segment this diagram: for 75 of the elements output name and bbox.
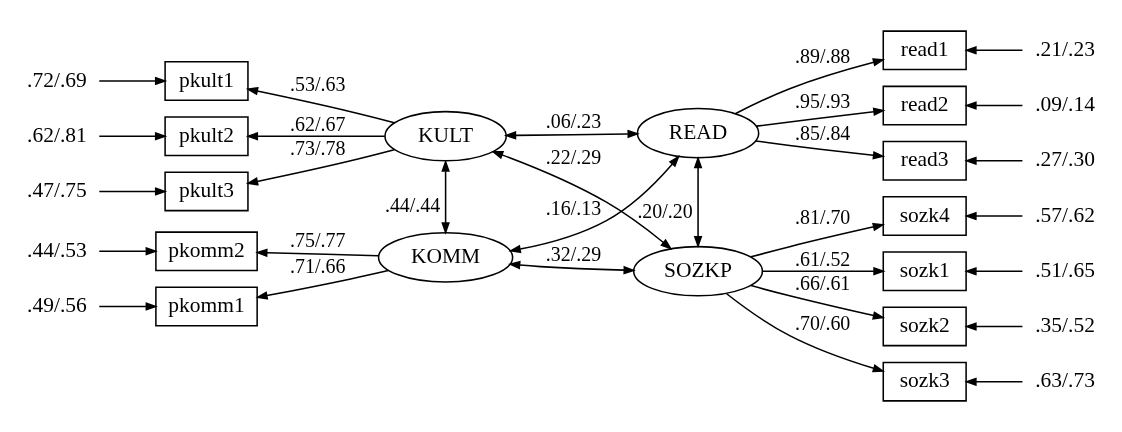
node-box: pkult1	[164, 61, 249, 101]
edge-label: .70/.60	[794, 312, 851, 335]
arrow	[750, 222, 885, 258]
arrow	[750, 284, 885, 320]
node-box: pkult3	[164, 171, 249, 212]
node-box: read2	[882, 85, 967, 126]
arrow	[255, 248, 379, 258]
node-box: pkult2	[164, 116, 249, 157]
edge-label: .44/.44	[384, 194, 441, 217]
arrow	[245, 86, 396, 124]
arrow	[441, 159, 450, 235]
node-box: sozk4	[882, 196, 967, 236]
arrow	[725, 292, 885, 373]
node-text: .72/.69	[27, 67, 87, 92]
arrow	[964, 156, 1024, 166]
arrow	[508, 155, 680, 254]
edge-label: .75/.77	[290, 229, 346, 252]
node-ellipse: READ	[636, 107, 760, 159]
arrow	[98, 187, 168, 196]
arrow	[255, 269, 390, 300]
node-box: pkomm2	[155, 231, 258, 272]
arrow	[964, 211, 1024, 221]
arrow	[503, 129, 640, 140]
node-text: .27/.30	[1035, 147, 1095, 172]
node-text: .57/.62	[1035, 202, 1095, 227]
node-text: .21/.23	[1035, 36, 1095, 61]
node-ellipse: KOMM	[377, 232, 514, 283]
edge-label: .71/.66	[290, 255, 346, 278]
arrow	[98, 76, 168, 86]
edge-label: .89/.88	[794, 45, 851, 68]
edge-label: .22/.29	[545, 146, 602, 169]
arrow	[98, 302, 158, 311]
arrow	[693, 155, 703, 249]
arrow	[245, 149, 396, 186]
edge-label: .81/.70	[794, 206, 851, 229]
node-text: .51/.65	[1035, 257, 1095, 282]
arrow	[964, 377, 1024, 386]
edge-label: .06/.23	[545, 109, 602, 132]
arrow	[508, 260, 636, 275]
node-text: .63/.73	[1035, 368, 1095, 393]
edge-label: .62/.67	[290, 112, 346, 135]
arrow	[245, 131, 386, 141]
edge-label: .66/.61	[794, 272, 851, 295]
arrow	[964, 322, 1024, 331]
node-text: .44/.53	[27, 237, 87, 262]
node-text: .35/.52	[1035, 313, 1095, 338]
node-box: read1	[882, 30, 967, 71]
edge-label: .85/.84	[794, 121, 851, 144]
node-text: .49/.56	[27, 293, 87, 318]
edge-label: .32/.29	[545, 243, 602, 266]
arrow	[964, 266, 1024, 276]
node-box: read3	[882, 140, 967, 181]
edge-label: .73/.78	[290, 137, 346, 160]
arrow	[734, 58, 886, 115]
node-text: .47/.75	[27, 178, 87, 203]
edge-label: .53/.63	[290, 72, 346, 95]
node-text: .62/.81	[27, 122, 87, 147]
node-text: .09/.14	[1035, 92, 1095, 117]
edge-label: .61/.52	[794, 247, 851, 270]
edge-label: .95/.93	[794, 89, 851, 112]
node-box: sozk1	[882, 251, 967, 292]
node-ellipse: SOZKP	[632, 245, 764, 297]
arrow	[964, 101, 1024, 110]
arrow	[98, 131, 168, 141]
arrow	[755, 140, 886, 160]
arrow	[761, 266, 886, 276]
node-box: pkomm1	[155, 286, 258, 327]
edge-label: .16/.13	[545, 197, 602, 220]
edge-label: .20/.20	[637, 199, 693, 222]
arrow	[755, 107, 886, 127]
arrow	[964, 46, 1024, 55]
arrow	[98, 247, 158, 256]
node-box: sozk2	[882, 306, 967, 347]
arrow	[491, 150, 673, 250]
node-box: sozk3	[882, 361, 967, 402]
